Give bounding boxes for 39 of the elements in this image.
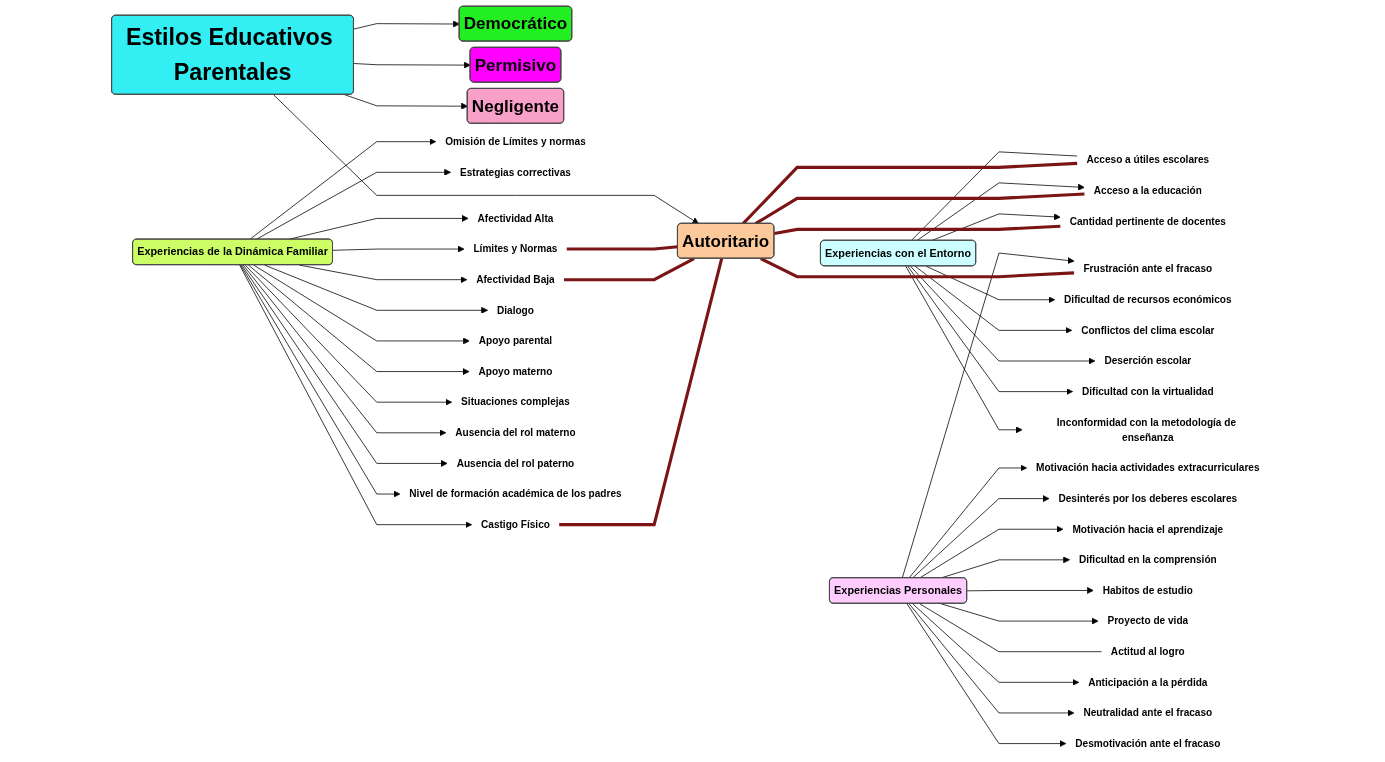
node-text: Dificultad en la comprensión	[1078, 553, 1217, 566]
connector	[754, 192, 1085, 225]
node-text: Dificultad con la virtualidad	[1082, 385, 1214, 398]
connector	[774, 224, 1061, 235]
connector	[760, 257, 1075, 279]
node-text: Ausencia del rol paterno	[456, 457, 575, 470]
node-text: Inconformidad con la metodología de enseñanza	[1056, 416, 1236, 443]
node-text: Actitud al logro	[1110, 645, 1185, 658]
node-text: Proyecto de vida	[1107, 615, 1189, 627]
node-text: Motivación hacia el aprendizaje	[1072, 523, 1224, 535]
node-text: Límites y Normas	[473, 243, 558, 255]
node-text: Motivación hacia actividades extracurriculares	[1036, 461, 1260, 474]
node-text: Dialogo	[496, 304, 534, 316]
node-text: Desmotivación ante el fracaso	[1075, 737, 1221, 750]
node-text: Ausencia del rol materno	[455, 426, 576, 439]
node-text: Acceso a útiles escolares	[1086, 153, 1210, 166]
connector	[559, 258, 724, 527]
node-text: Nivel de formación académica de los padres	[409, 488, 622, 500]
node-text: Afectividad Alta	[477, 212, 554, 225]
connector	[566, 245, 678, 251]
node-text: Afectividad Baja	[476, 273, 555, 286]
node-text: Apoyo materno	[478, 365, 553, 378]
node-text: Desinterés por los deberes escolares	[1058, 492, 1238, 505]
connector	[741, 161, 1078, 225]
node-text: Dificultad de recursos económicos	[1064, 293, 1232, 306]
node-text: Neutralidad ante el fracaso	[1083, 706, 1213, 719]
node-text: Frustración ante el fracaso	[1083, 263, 1213, 275]
node-text: Deserción escolar	[1104, 354, 1192, 367]
node-text: Castigo Físico	[481, 518, 550, 531]
node-text: Omisión de Límites y normas	[445, 135, 586, 148]
node-text: Apoyo parental	[478, 334, 553, 347]
node-text: Situaciones complejas	[461, 396, 570, 408]
node-text: Estrategias correctivas	[459, 166, 571, 178]
connector	[563, 257, 695, 282]
node-text: Conflictos del clima escolar	[1081, 324, 1215, 336]
node-text: Anticipación a la pérdida	[1088, 676, 1208, 688]
node-text: Acceso a la educación	[1093, 184, 1202, 197]
node-text: Habitos de estudio	[1102, 584, 1193, 597]
node-text: Cantidad pertinente de docentes	[1069, 215, 1226, 228]
